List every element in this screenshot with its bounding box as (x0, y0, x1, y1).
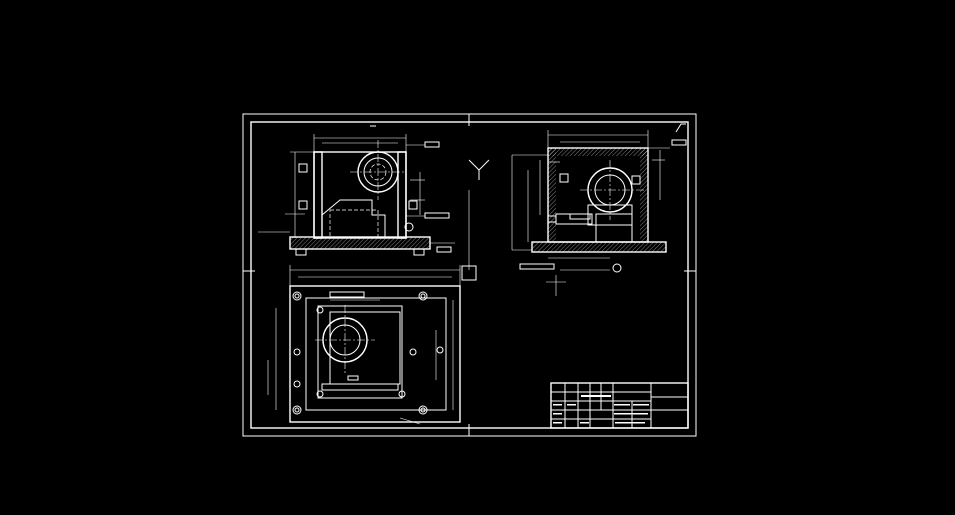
view-direction-mark (461, 159, 490, 281)
sheet-inner-border (250, 121, 689, 429)
title-block (550, 382, 689, 429)
top-view (267, 265, 461, 425)
sheet-center-marks (243, 114, 696, 436)
sheet-outer-border (242, 113, 697, 437)
side-section-view (511, 123, 687, 296)
front-section-view (258, 125, 455, 256)
